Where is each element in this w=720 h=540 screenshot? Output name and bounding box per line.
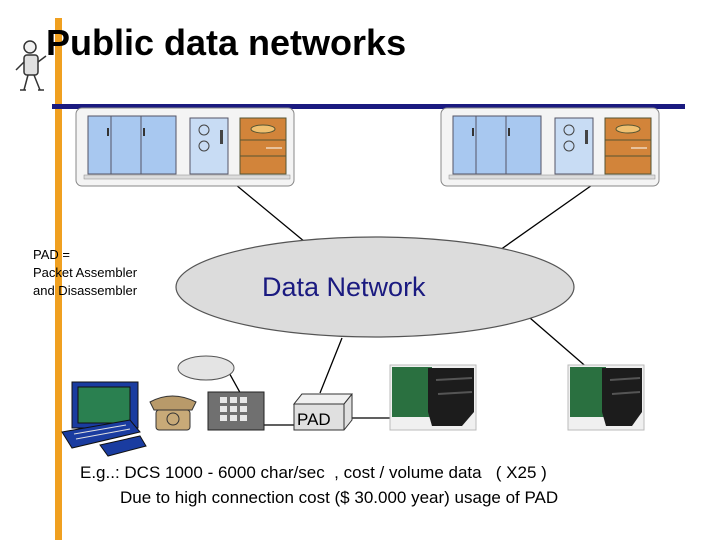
pad-note-line: PAD =: [33, 247, 70, 262]
title-rule: [52, 104, 685, 109]
footer-line: Due to high connection cost ($ 30.000 ye…: [120, 488, 559, 507]
pad-note-line: and Disassembler: [33, 283, 138, 298]
terminal-screen-icon: [567, 364, 645, 431]
pad-note-line: Packet Assembler: [33, 265, 138, 280]
mainframe-icon: [75, 107, 295, 187]
stick-figure-icon: [15, 40, 47, 91]
footer-line: E.g..: DCS 1000 - 6000 char/sec , cost /…: [80, 463, 547, 482]
terminal-screen-icon: [389, 364, 477, 431]
pad-label: PAD: [297, 410, 331, 429]
data-network-label: Data Network: [262, 272, 426, 302]
telephone-icon: [149, 395, 197, 431]
data-network-ellipse: [175, 236, 575, 338]
accent-bar: [55, 18, 62, 540]
pc-terminal-icon: [61, 381, 147, 457]
pad-box-icon: [292, 393, 354, 431]
connector-ellipse: [177, 355, 235, 381]
page-title: Public data networks: [46, 22, 407, 63]
modem-keypad-icon: [207, 391, 265, 431]
mainframe-icon: [440, 107, 660, 187]
pad-definition-note: PAD = Packet Assembler and Disassembler: [33, 246, 137, 300]
